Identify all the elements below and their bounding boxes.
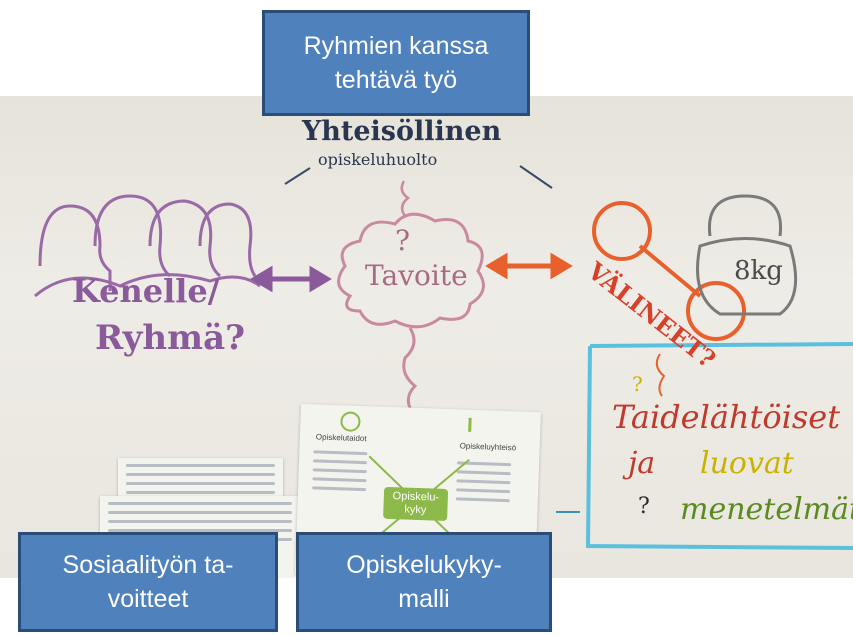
marker-drawings <box>34 165 853 550</box>
goal-cloud <box>337 212 485 329</box>
squiggle-orange <box>655 353 666 397</box>
menetelmat-text: menetelmät <box>680 492 853 527</box>
tavoite-text: Tavoite <box>365 259 468 292</box>
weight-label: 8kg <box>734 256 783 286</box>
goal-question-mark: ? <box>395 224 411 257</box>
label-study-ability-model: Opiskelukyky- malli <box>296 532 552 632</box>
study-ability-center: Opiskelu- kyky <box>383 486 449 522</box>
small-question-mark: ? <box>638 494 650 519</box>
arrow-goal-tools <box>485 252 573 280</box>
title-arrows <box>284 165 553 189</box>
taidelahtoiset-text: Taidelähtöiset <box>612 398 841 436</box>
arrow-group-goal <box>250 265 332 293</box>
cyan-frame <box>585 342 853 550</box>
ja-text: ja <box>628 446 656 481</box>
luovat-text: luovat <box>700 446 794 481</box>
title-handwriting-line2: opiskeluhuolto <box>318 150 438 169</box>
title-handwriting-line1: Yhteisöllinen <box>302 116 502 147</box>
squiggle-up <box>400 180 411 217</box>
label-social-work-goals: Sosiaalityön ta- voitteet <box>18 532 278 632</box>
dumbbell-drawing <box>592 201 746 341</box>
yellow-question-mark: ? <box>632 372 643 396</box>
kenelle-text: Kenelle/ <box>72 272 220 310</box>
group-silhouettes <box>34 194 261 298</box>
whiteboard-photo: Yhteisöllinen opiskeluhuolto Kenelle/ Ry… <box>0 96 853 578</box>
squiggle-down <box>402 327 418 409</box>
ryhma-text: Ryhmä? <box>95 318 246 358</box>
kettlebell-drawing <box>696 194 798 316</box>
label-group-work: Ryhmien kanssa tehtävä työ <box>262 10 530 116</box>
